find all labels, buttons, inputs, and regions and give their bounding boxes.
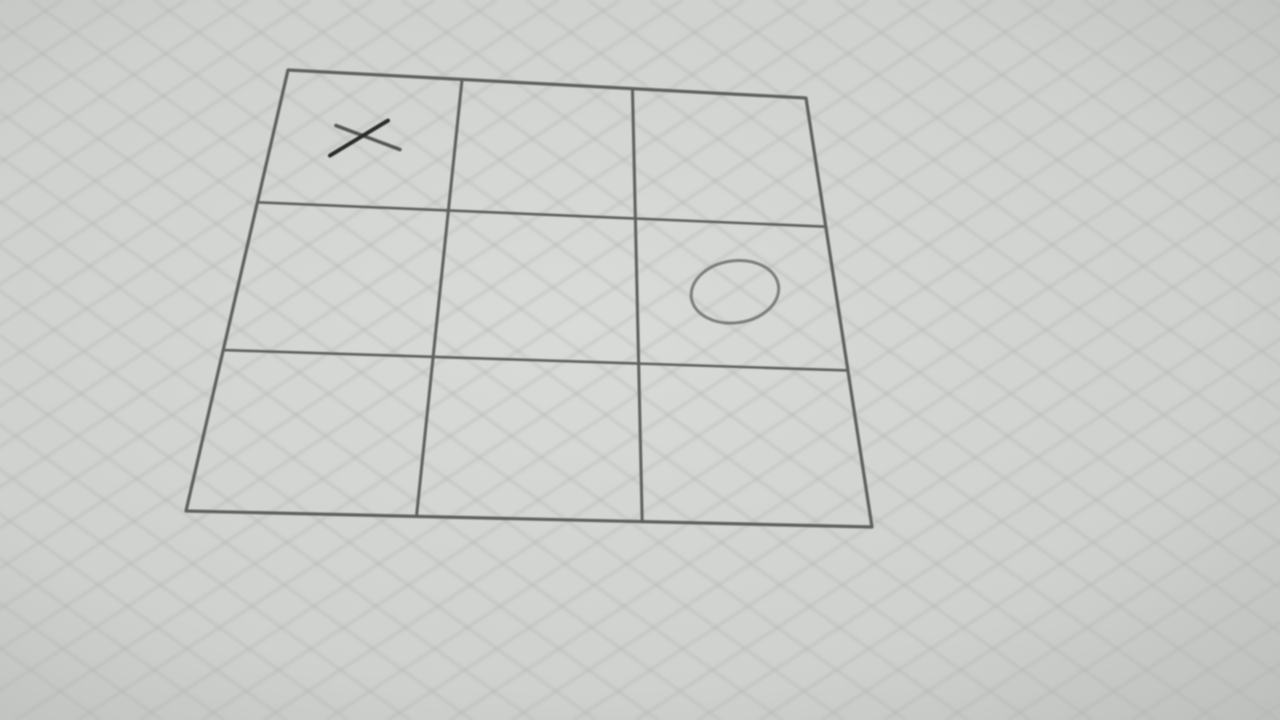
paper-grid-line	[0, 0, 497, 326]
paper-grid-line	[0, 0, 373, 245]
board-cell-r0-c1[interactable]	[448, 79, 635, 218]
paper-grid-line	[0, 0, 745, 489]
x-mark-stroke	[334, 123, 402, 152]
paper-grid-line	[0, 557, 225, 720]
paper-grid-line	[635, 297, 1280, 720]
board-cell-r2-c2[interactable]	[639, 364, 872, 527]
paper-grid-line	[0, 0, 311, 205]
paper-grid-line	[697, 337, 1280, 720]
paper-grid-line	[0, 512, 287, 720]
paper-grid-line	[0, 0, 869, 570]
board-vertical-line	[414, 77, 464, 518]
paper-grid-line	[463, 0, 1280, 589]
paper-grid-line	[0, 21, 969, 720]
paper-grid-line	[959, 0, 1280, 232]
board-cell-r1-c0[interactable]	[223, 202, 448, 357]
paper-grid-line	[759, 378, 1280, 720]
paper-grid-line	[649, 0, 1280, 455]
board-cell-r1-c2[interactable]	[635, 219, 848, 371]
paper-grid-line	[1083, 0, 1280, 143]
board-cell-r2-c0[interactable]	[186, 350, 433, 516]
paper-grid-line	[897, 0, 1280, 277]
paper-grid-line	[153, 0, 1155, 720]
paper-grid-line	[573, 256, 1280, 720]
board-cell-r1-c1[interactable]	[433, 210, 639, 363]
paper-grid-line	[0, 0, 931, 610]
paper-grid-line	[1021, 0, 1280, 187]
paper-grid-line	[0, 378, 473, 720]
o-mark	[689, 259, 781, 325]
paper-grid-line	[0, 0, 683, 448]
paper-grid-line	[773, 0, 1280, 366]
x-mark	[327, 118, 402, 158]
paper-grid-line	[0, 0, 435, 286]
paper-grid-line	[0, 111, 845, 720]
paper-grid-line	[0, 245, 659, 720]
paper-grid-line	[263, 53, 1280, 720]
paper-grid-line	[0, 334, 535, 720]
paper-grid-line	[277, 0, 1279, 720]
paper-grid-line	[325, 94, 1280, 720]
paper-grid-line	[587, 0, 1280, 500]
paper-grid-line	[1007, 540, 1280, 720]
paper-grid-line	[511, 216, 1280, 720]
paper-grid-line	[91, 0, 1093, 720]
paper-grid-line	[0, 0, 621, 408]
paper-grid-line	[0, 289, 597, 720]
board-cell-r2-c1[interactable]	[416, 357, 642, 522]
paper-grid-line	[525, 0, 1280, 545]
paper-grid-line	[139, 0, 1241, 720]
tic-tac-toe-board	[184, 68, 874, 529]
paper-grid-line	[821, 419, 1280, 720]
paper-grid-line	[449, 175, 1280, 720]
paper-grid-line	[215, 0, 1217, 720]
board-vertical-line	[630, 87, 644, 524]
paper-grid-line	[0, 155, 783, 720]
paper-grid-line	[201, 13, 1280, 720]
paper-grid-line	[883, 459, 1280, 720]
paper-grid-line	[0, 0, 807, 529]
board-horizontal-line	[256, 201, 828, 228]
paper-grid-line	[0, 66, 907, 720]
paper-grid-line	[0, 0, 249, 164]
paper-grid-line	[0, 468, 349, 720]
board-cell-r0-c2[interactable]	[632, 89, 825, 227]
paper-grid-line	[1069, 581, 1280, 720]
board-horizontal-line	[221, 348, 850, 372]
board-cell-r0-c0[interactable]	[257, 70, 462, 210]
paper-grid-line	[401, 0, 1280, 634]
paper-grid-line	[0, 0, 559, 367]
x-mark-stroke	[327, 118, 390, 158]
paper-grid-line	[711, 0, 1280, 411]
paper-grid-line	[835, 0, 1280, 321]
paper-grid-line	[0, 0, 187, 123]
paper-grid-line	[77, 0, 1179, 720]
paper-grid-line	[945, 500, 1280, 720]
paper-grid-line	[387, 134, 1280, 720]
paper-grid-line	[0, 423, 411, 720]
paper-grid-line	[339, 0, 1280, 679]
